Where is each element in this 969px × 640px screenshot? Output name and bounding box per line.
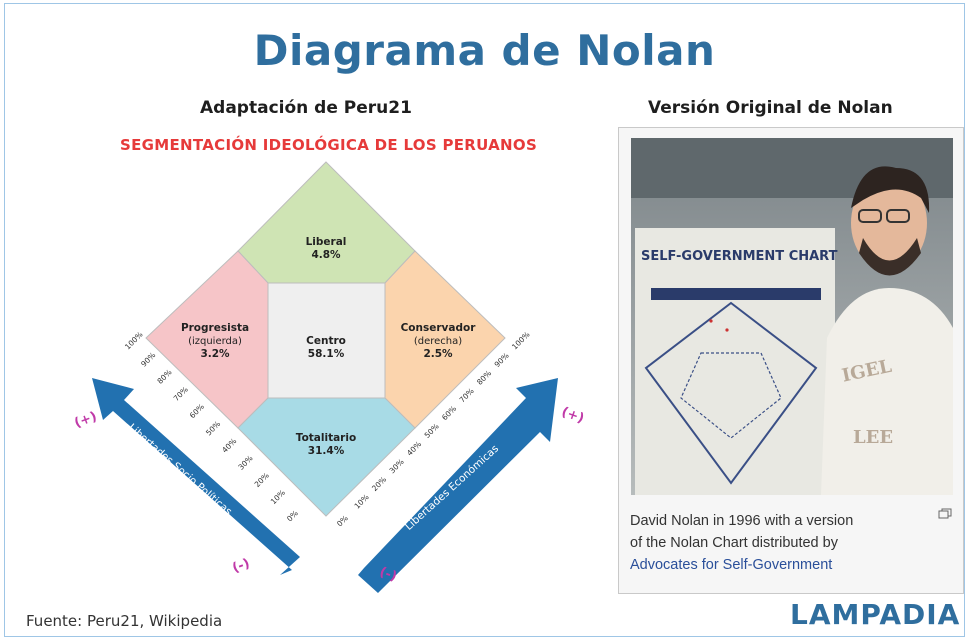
photo-illustration: SELF-GOVERNMENT CHART IGEL LEE	[631, 138, 953, 495]
brand-logo: LAMPADIA	[790, 598, 961, 631]
tick-right-8: 20%	[370, 475, 388, 493]
label-liberal: Liberal 4.8%	[271, 236, 381, 262]
tick-right-1: 90%	[493, 351, 511, 369]
region-liberal	[237, 161, 416, 284]
tick-right-0: 100%	[510, 330, 532, 352]
label-liberal-name: Liberal	[305, 236, 347, 248]
label-centro-pct: 58.1%	[307, 348, 345, 360]
segment-title: SEGMENTACIÓN IDEOLÓGICA DE LOS PERUANOS	[120, 136, 538, 154]
axis-left-arrow	[92, 378, 300, 575]
source-note: Fuente: Peru21, Wikipedia	[26, 612, 223, 630]
tick-right-6: 40%	[405, 439, 423, 457]
svg-text:LEE: LEE	[853, 427, 893, 448]
tick-right-10: 0%	[335, 514, 350, 529]
tick-left-0: 100%	[123, 330, 145, 352]
photo-caption: David Nolan in 1996 with a version of th…	[630, 510, 930, 576]
tick-right-2: 80%	[475, 369, 493, 387]
tick-right-3: 70%	[458, 386, 476, 404]
caption-line-2: of the Nolan Chart distributed by	[630, 535, 838, 551]
photo-chart-title: SELF-GOVERNMENT CHART	[641, 249, 838, 264]
label-conservador-name: Conservador	[400, 322, 476, 334]
label-centro-name: Centro	[306, 335, 346, 347]
right-subtitle: Versión Original de Nolan	[648, 98, 893, 118]
tick-left-6: 40%	[220, 436, 238, 454]
tick-left-5: 50%	[204, 419, 222, 437]
tick-left-3: 70%	[172, 385, 190, 403]
label-totalitario-name: Totalitario	[295, 432, 357, 444]
axis-right-minus: (-)	[377, 565, 398, 585]
axis-right-plus: (+)	[559, 405, 586, 427]
tick-right-9: 10%	[353, 493, 371, 511]
label-progresista-sub: (izquierda)	[188, 336, 242, 347]
enlarge-icon[interactable]	[938, 508, 952, 519]
tick-left-1: 90%	[139, 350, 157, 368]
tick-left-9: 10%	[269, 488, 287, 506]
label-liberal-pct: 4.8%	[311, 249, 341, 261]
tick-right-4: 60%	[440, 404, 458, 422]
page-title: Diagrama de Nolan	[253, 26, 716, 75]
label-conservador: Conservador (derecha) 2.5%	[383, 322, 493, 361]
tick-left-4: 60%	[188, 402, 206, 420]
axis-left-minus: (-)	[230, 556, 251, 576]
axis-left-plus: (+)	[72, 409, 99, 431]
nolan-photo: SELF-GOVERNMENT CHART IGEL LEE	[631, 138, 953, 495]
label-totalitario: Totalitario 31.4%	[271, 432, 381, 458]
tick-right-7: 30%	[388, 457, 406, 475]
tick-right-5: 50%	[423, 422, 441, 440]
left-subtitle: Adaptación de Peru21	[200, 98, 412, 118]
label-progresista: Progresista (izquierda) 3.2%	[160, 322, 270, 361]
tick-left-7: 30%	[236, 454, 254, 472]
label-totalitario-pct: 31.4%	[307, 445, 345, 457]
label-centro: Centro 58.1%	[271, 335, 381, 361]
label-progresista-pct: 3.2%	[200, 348, 230, 360]
slide-frame	[4, 3, 965, 637]
axis-left-label: Libertades Socio Políticas	[126, 422, 234, 518]
region-centro	[267, 282, 386, 399]
caption-line-1: David Nolan in 1996 with a version	[630, 513, 854, 529]
tick-left-2: 80%	[155, 368, 173, 386]
caption-link[interactable]: Advocates for Self-Government	[630, 557, 833, 573]
label-conservador-sub: (derecha)	[413, 336, 463, 347]
photo-panel: SELF-GOVERNMENT CHART IGEL LEE	[618, 127, 964, 594]
tick-left-10: 0%	[285, 509, 300, 524]
axis-right-arrow	[358, 378, 558, 593]
label-progresista-name: Progresista	[180, 322, 250, 334]
tick-left-8: 20%	[253, 471, 271, 489]
label-conservador-pct: 2.5%	[423, 348, 453, 360]
